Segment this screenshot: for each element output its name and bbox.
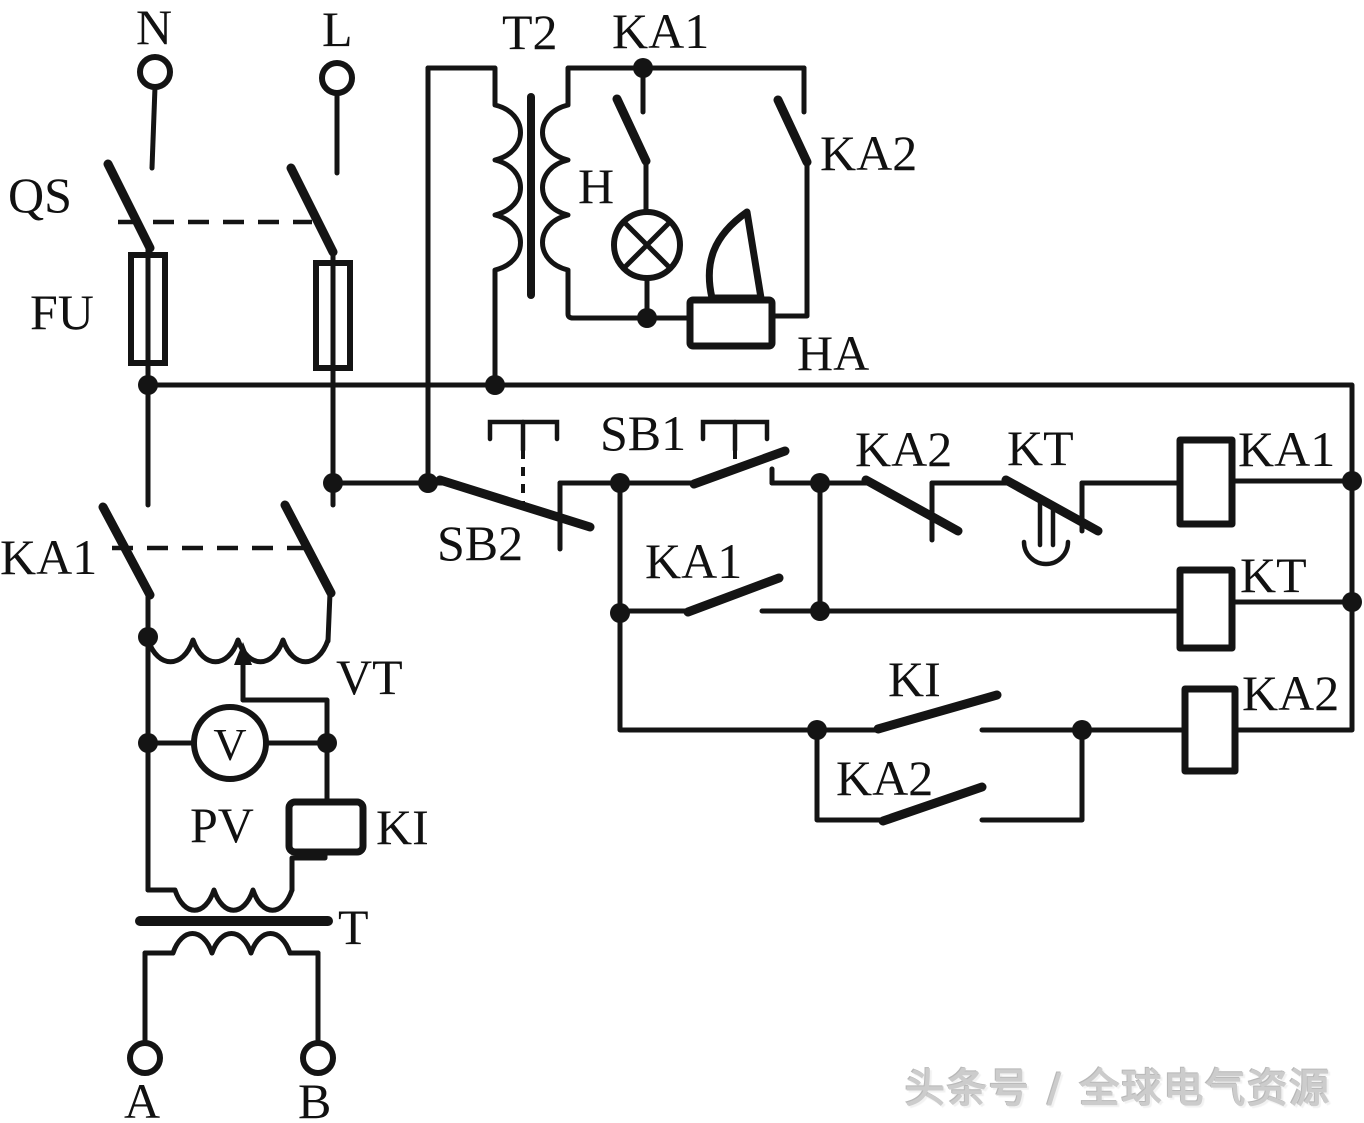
voltmeter-pv-icon	[145, 704, 330, 782]
label-lamp-h: H	[578, 158, 614, 214]
label-terminal-l: L	[322, 1, 353, 57]
label-terminal-b: B	[298, 1073, 331, 1123]
label-coil-ka2: KA2	[1242, 665, 1339, 721]
coil-kt-icon	[1176, 566, 1355, 652]
label-coil-ki: KI	[376, 799, 429, 855]
knife-switch-qs-icon	[103, 159, 338, 257]
label-contact-ka2-signal: KA2	[820, 125, 917, 181]
label-button-sb1: SB1	[600, 405, 686, 461]
label-contact-ka2-no: KA2	[836, 750, 933, 806]
label-terminal-a: A	[124, 1073, 160, 1123]
label-contact-ka1-aux: KA1	[645, 533, 742, 589]
label-coil-kt: KT	[1240, 547, 1307, 603]
coil-ka1-icon	[1176, 436, 1355, 528]
label-switch-qs: QS	[8, 167, 72, 223]
contact-ka1-signal-icon	[612, 65, 651, 215]
autotransformer-vt-icon	[145, 637, 331, 746]
contact-ka2-no-icon	[814, 727, 1085, 826]
label-meter-pv: PV	[190, 797, 254, 853]
label-transformer-t2: T2	[502, 4, 558, 60]
contact-ka1-aux-icon	[617, 480, 1183, 617]
label-bell-ha: HA	[797, 325, 869, 381]
coil-ka2-icon	[1079, 685, 1355, 775]
label-contact-ki: KI	[888, 651, 941, 707]
contact-ka2-signal-icon	[769, 65, 812, 319]
label-switch-ka1: KA1	[0, 529, 97, 585]
transformer-t2-icon	[425, 65, 807, 388]
bell-ha-icon	[686, 208, 776, 350]
label-voltmeter-v: V	[213, 719, 246, 770]
output-terminal-a-icon	[127, 1040, 163, 1076]
label-contact-kt-nc: KT	[1007, 420, 1074, 476]
label-autotransformer-vt: VT	[336, 649, 403, 705]
label-contact-ka1-signal: KA1	[612, 3, 709, 59]
lamp-h-icon	[611, 209, 683, 321]
transformer-t-icon	[135, 887, 333, 1046]
label-button-sb2: SB2	[437, 515, 523, 571]
coil-ki-icon	[285, 740, 367, 893]
watermark-text: 头条号 / 全球电气资源	[905, 1066, 1332, 1112]
contact-ka2-nc-icon	[861, 475, 1011, 543]
label-fuse-fu: FU	[30, 284, 94, 340]
junction-dots	[138, 58, 1362, 753]
label-coil-ka1: KA1	[1238, 421, 1335, 477]
label-contact-ka2-nc: KA2	[855, 421, 952, 477]
label-transformer-t: T	[338, 899, 369, 955]
label-terminal-n: N	[136, 0, 172, 55]
supply-terminal-n-icon	[137, 54, 173, 171]
supply-terminal-l-icon	[319, 60, 355, 176]
fuse-fu-icon	[128, 244, 353, 486]
button-sb1-icon	[689, 419, 871, 489]
output-terminal-b-icon	[300, 1040, 336, 1076]
contact-kt-nc-delay-icon	[1001, 475, 1183, 567]
contact-ki-icon	[617, 610, 1085, 734]
